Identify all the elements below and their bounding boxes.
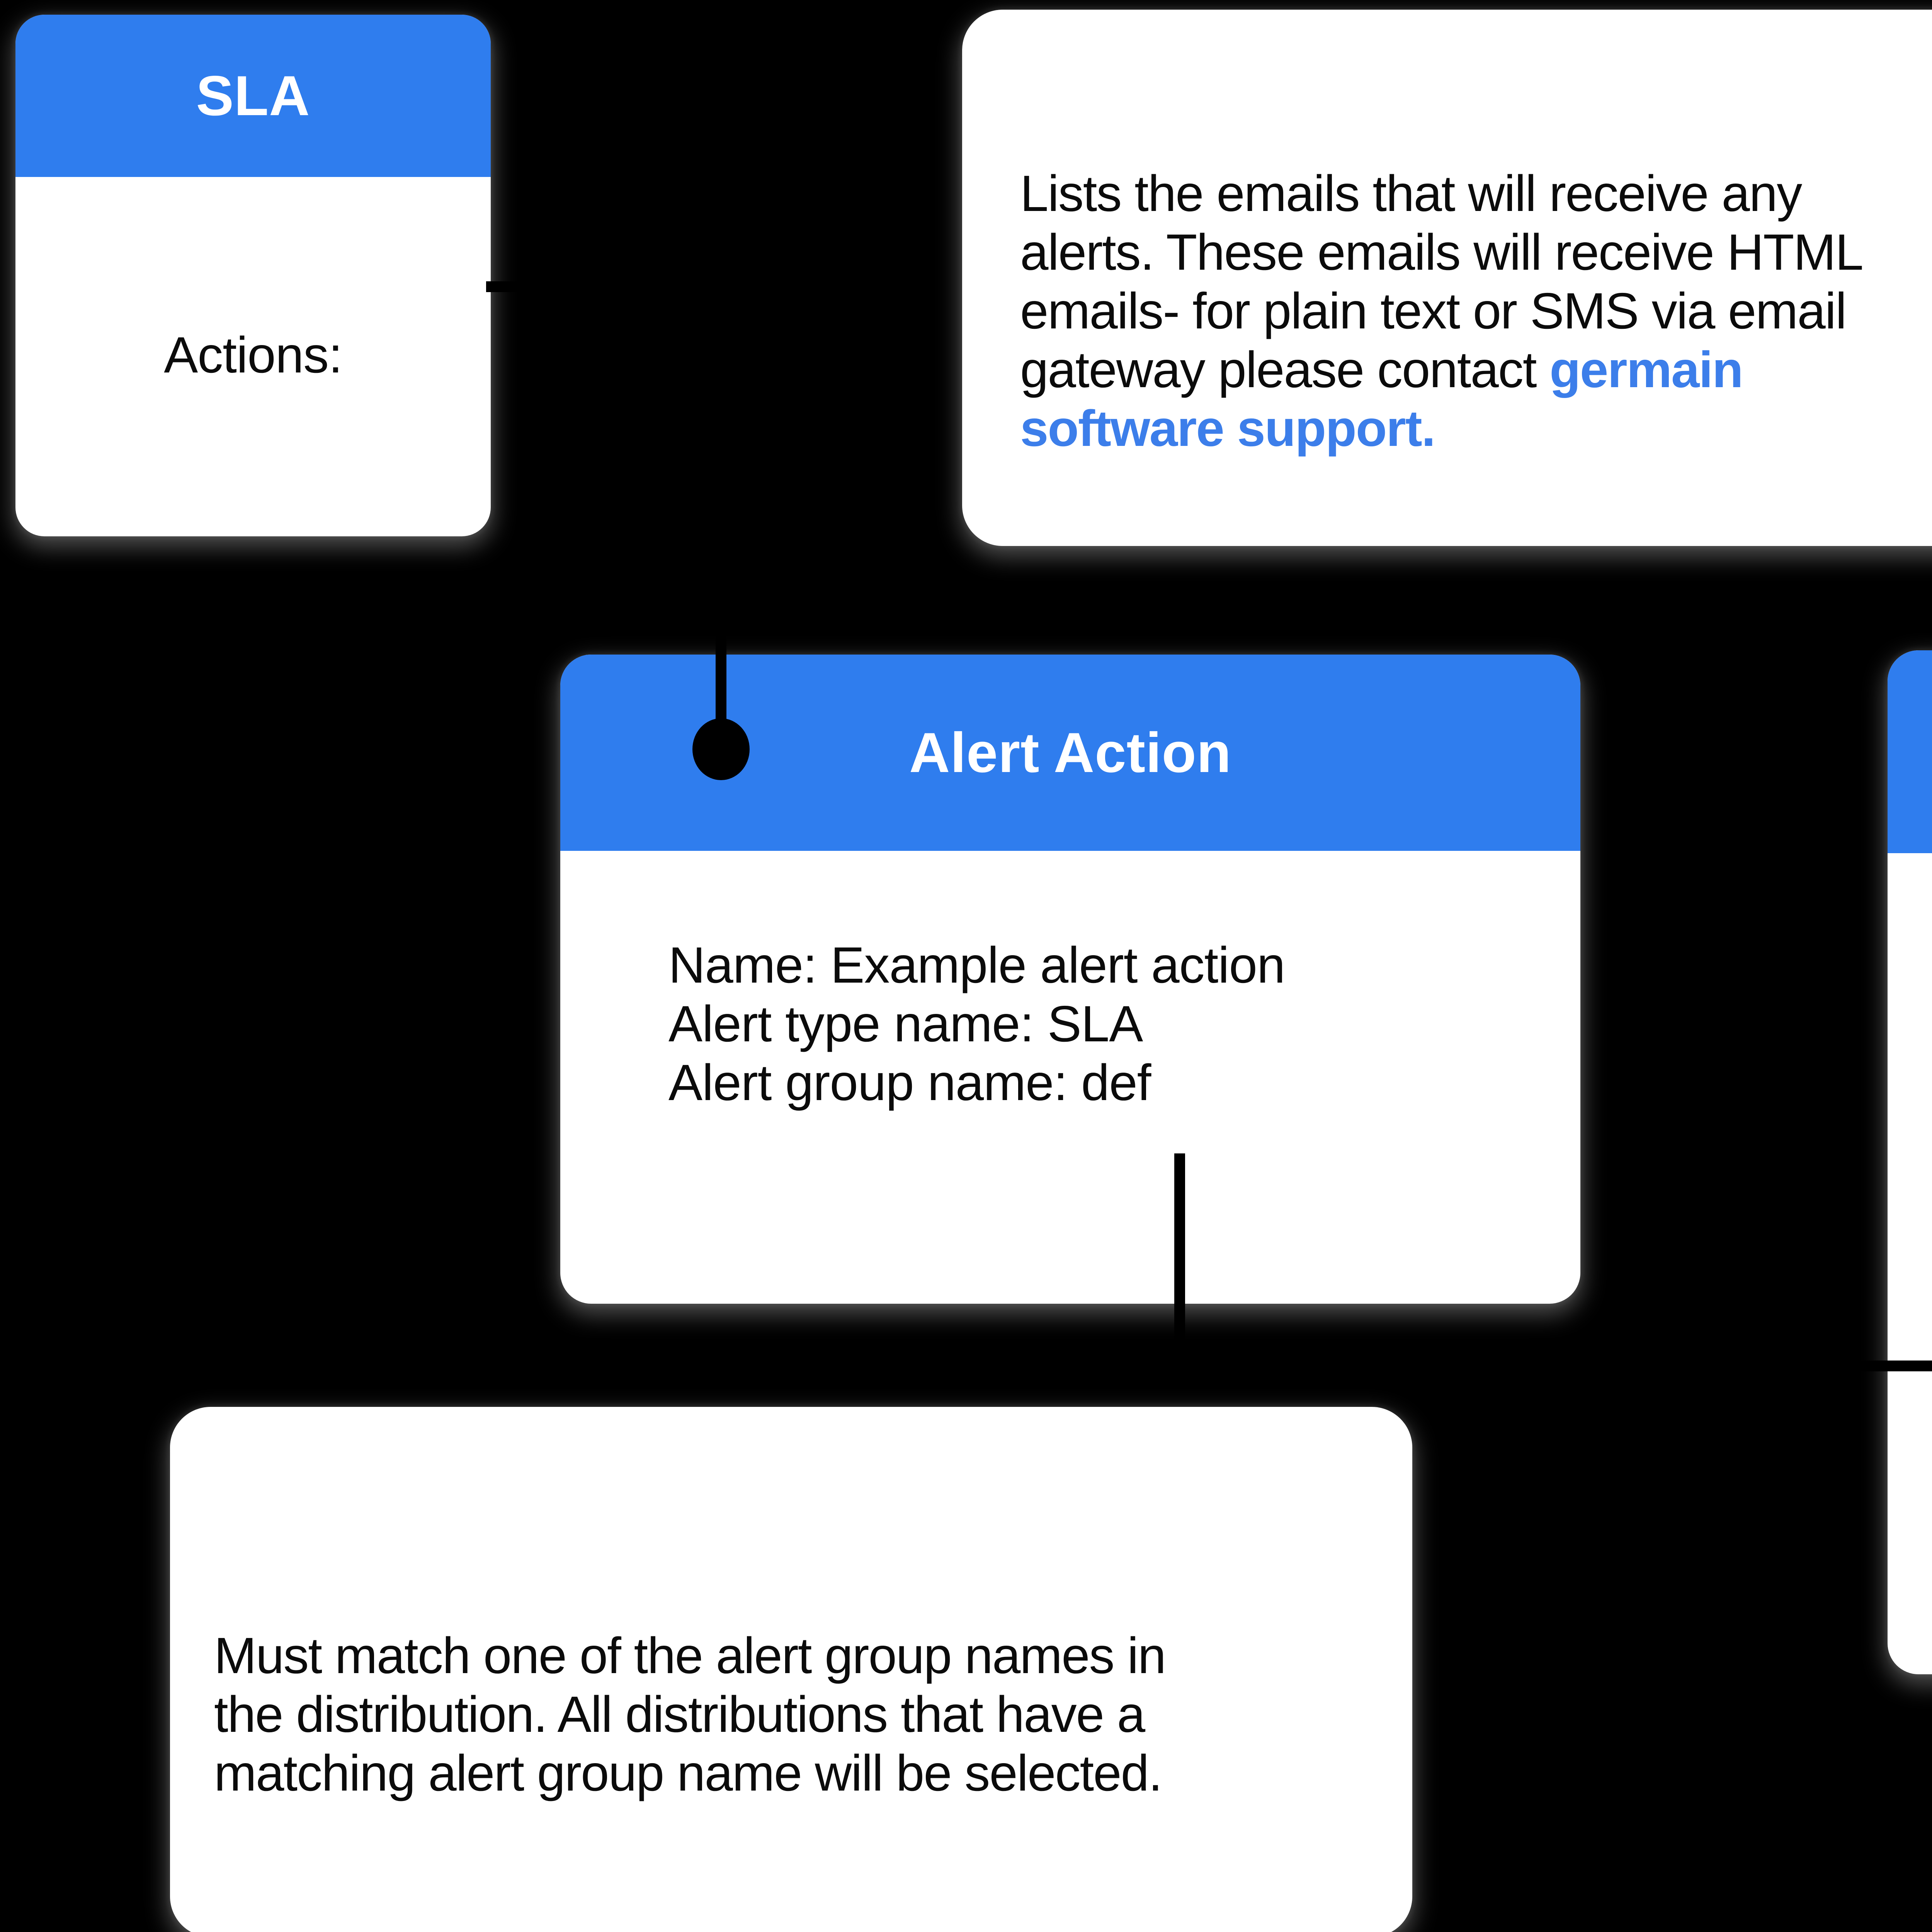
sla-card: SLA Actions: bbox=[15, 15, 491, 536]
alert-action-card: Alert Action Name: Example alert action … bbox=[560, 655, 1580, 1304]
alert-action-group-line: Alert group name: def bbox=[668, 1054, 1151, 1111]
alert-action-card-header: Alert Action bbox=[560, 655, 1580, 851]
alert-action-name-line: Name: Example alert action bbox=[668, 937, 1285, 993]
match-note-text: Must match one of the alert group names … bbox=[214, 1627, 1166, 1801]
emails-note-text: Lists the emails that will receive any a… bbox=[1020, 164, 1932, 458]
germain-support-link[interactable]: germain software support. bbox=[1020, 341, 1743, 457]
emails-note-card: Lists the emails that will receive any a… bbox=[962, 10, 1932, 546]
alert-action-card-body: Name: Example alert action Alert type na… bbox=[668, 936, 1557, 1112]
sla-card-body: Actions: bbox=[15, 177, 491, 384]
sla-card-header: SLA bbox=[15, 15, 491, 177]
emails-note-text-plain: Lists the emails that will receive any a… bbox=[1020, 165, 1864, 398]
match-note-card: Must match one of the alert group names … bbox=[170, 1407, 1412, 1932]
alert-action-card-title: Alert Action bbox=[909, 721, 1231, 784]
distribution-card-header: Distribution bbox=[1888, 650, 1932, 853]
sla-card-title: SLA bbox=[196, 64, 310, 127]
sla-actions-label: Actions: bbox=[164, 327, 343, 383]
alert-action-type-line: Alert type name: SLA bbox=[668, 995, 1143, 1052]
distribution-card: Distribution Name: Example distribution … bbox=[1888, 650, 1932, 1674]
